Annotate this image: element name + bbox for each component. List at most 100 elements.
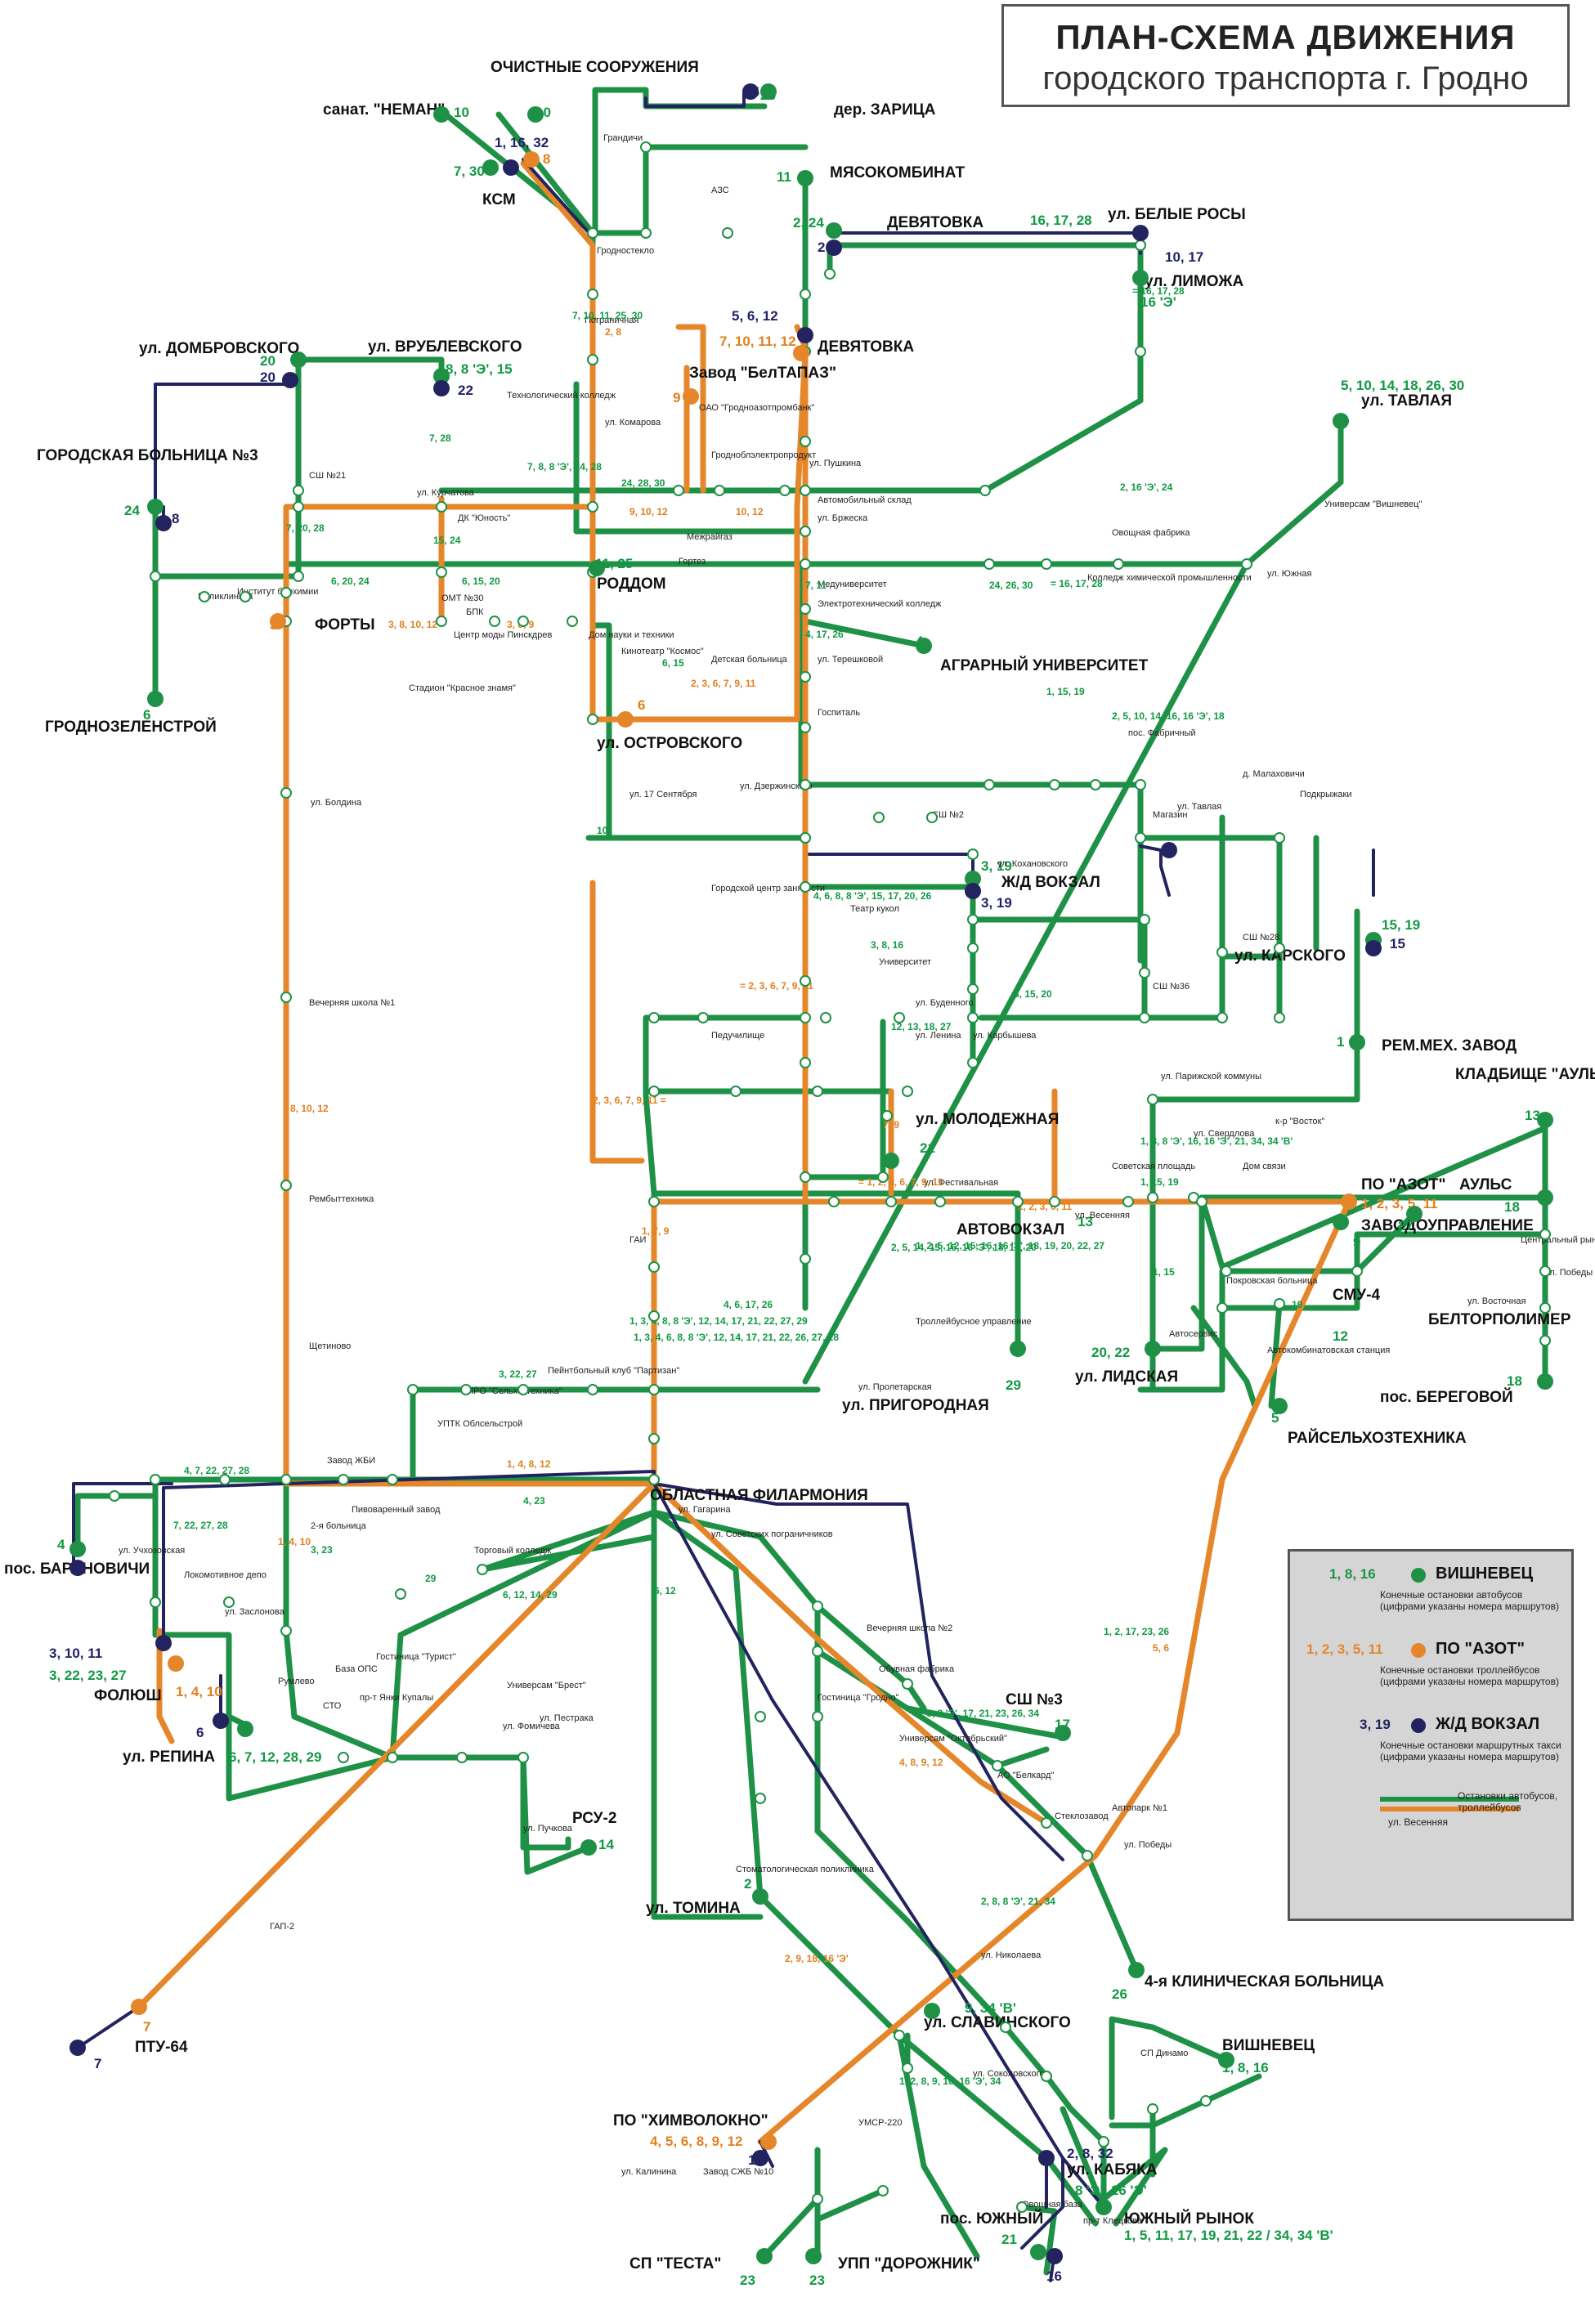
stop-marker — [800, 558, 811, 570]
bus-route-line — [814, 2187, 886, 2223]
terminal-name: СШ №3 — [1006, 1691, 1063, 1708]
bus-terminal-icon — [147, 499, 164, 515]
legend-trolley-note: Конечные остановки троллейбусов (цифрами… — [1380, 1664, 1559, 1687]
stop-marker — [1147, 2103, 1158, 2115]
legend-trolley-name: ПО "АЗОТ" — [1436, 1640, 1525, 1658]
terminal-name: ЮЖНЫЙ РЫНОК — [1124, 2210, 1254, 2228]
stop-name: Завод СЖБ №10 — [703, 2167, 773, 2177]
stop-marker — [800, 722, 811, 733]
stop-marker — [1200, 2095, 1212, 2107]
stop-name: Рембыттехника — [309, 1194, 374, 1204]
terminal-name: Завод "БелТАПАЗ" — [689, 365, 836, 382]
stop-marker — [1539, 1265, 1551, 1277]
route-numbers-label: 4, 8, 9, 12 — [899, 1757, 943, 1768]
stop-marker — [1139, 914, 1150, 925]
trolley-route-line — [757, 1198, 1352, 2145]
terminal-name: дер. ЗАРИЦА — [834, 101, 936, 119]
terminal-name: ФОЛЮШ — [94, 1687, 162, 1704]
stop-marker — [885, 1196, 897, 1207]
bus-routes-label: 9 — [1353, 1234, 1360, 1250]
trolley-routes-label: 7, 10, 11, 12 — [719, 334, 796, 349]
taxi-routes-label: 2 — [818, 240, 825, 255]
bus-terminal-icon — [826, 222, 842, 239]
stop-name: Межрайгаз — [687, 532, 733, 542]
stop-name: Гостиница "Гродно" — [818, 1693, 899, 1703]
map-subtitle: городского транспорта г. Гродно — [1042, 60, 1529, 96]
stop-name: Автомобильный склад — [818, 495, 912, 505]
stop-name: ул. Ленина — [916, 1031, 961, 1041]
bus-terminal-icon — [1132, 270, 1149, 286]
stop-marker — [223, 1596, 235, 1608]
stop-name: ул. Калинина — [621, 2167, 677, 2177]
bus-route-line — [1043, 2073, 1107, 2202]
stop-marker — [1113, 558, 1124, 570]
stop-name: Стоматологическая поликлиника — [736, 1865, 875, 1874]
stop-name: АЗС — [711, 186, 729, 195]
route-numbers-label: 2, 5, 14, 15, 16, 16 'Э', 18, 19, 20 — [891, 1242, 1037, 1253]
bus-terminal-icon — [1537, 1189, 1553, 1206]
legend-taxi-name: Ж/Д ВОКЗАЛ — [1436, 1715, 1540, 1733]
terminal-name: пос. ЮЖНЫЙ — [940, 2210, 1043, 2228]
bus-routes-label: 20, 22 — [1091, 1345, 1130, 1360]
stop-name: Кинотеатр "Космос" — [621, 647, 704, 656]
bus-routes-label: 6 — [143, 707, 150, 723]
bus-route-line — [495, 111, 596, 236]
route-numbers-label: 2, 3, 6, 7, 9, 11 = — [593, 1095, 666, 1106]
stop-marker — [1147, 1094, 1158, 1105]
terminal-name: ул. МОЛОДЕЖНАЯ — [916, 1111, 1059, 1128]
bus-route-line — [896, 2032, 1099, 2227]
stop-marker — [1216, 1302, 1228, 1314]
trolley-route-line — [136, 1480, 657, 2010]
route-numbers-label: 2, 3, 6, 7, 9, 11 — [691, 678, 756, 689]
bus-terminal-icon — [965, 871, 981, 887]
bus-routes-label: 3, 19 — [981, 858, 1012, 874]
stop-name: Щетиново — [309, 1341, 351, 1351]
route-numbers-label: 1, 8, 8 'Э', 17, 21, 23, 26, 34 — [916, 1708, 1039, 1719]
stop-marker — [517, 1384, 529, 1395]
terminal-name: РЕМ.МЕХ. ЗАВОД — [1382, 1037, 1517, 1055]
legend-bus-name: ВИШНЕВЕЦ — [1436, 1565, 1534, 1583]
stop-name: СП Динамо — [1140, 2049, 1188, 2058]
trolley-terminal-icon — [793, 345, 809, 361]
terminal-name: ГРОДНОЗЕЛЕНСТРОЙ — [45, 718, 217, 736]
trolley-route-line — [156, 1628, 175, 1744]
stop-marker — [456, 1752, 468, 1763]
trolley-terminal-icon — [168, 1655, 184, 1672]
stop-name: Вечерняя школа №1 — [309, 998, 395, 1008]
terminal-name: ул. РЕПИНА — [123, 1749, 215, 1766]
bus-route-line — [994, 1746, 1050, 1769]
route-numbers-label: 6, 20, 24 — [331, 575, 370, 587]
route-numbers-label: 7, 9 — [883, 1119, 899, 1131]
stop-name: Центральный рынок — [1521, 1235, 1595, 1245]
terminal-name: Ж/Д ВОКЗАЛ — [1001, 874, 1100, 891]
stop-name: Педучилище — [711, 1031, 764, 1041]
stop-marker — [873, 812, 885, 823]
stop-marker — [648, 1261, 660, 1273]
stop-name: ул. Пролетарская — [858, 1382, 932, 1392]
stop-name: д. Малаховичи — [1243, 769, 1305, 779]
stop-name: Автокомбинатовская станция — [1267, 1346, 1390, 1355]
bus-route-line — [1109, 2016, 1230, 2120]
stop-marker — [489, 616, 500, 627]
stop-marker — [902, 1678, 913, 1690]
bus-route-line — [1198, 1125, 1548, 1270]
route-numbers-label: 7, 20, 28 — [286, 522, 325, 534]
hub-routes-label: 1, 2, 5, 12, 15, 16, 16 'Э', 18, 19, 20,… — [916, 1240, 1104, 1252]
taxi-routes-label: 15 — [1390, 936, 1405, 952]
stop-marker — [587, 354, 598, 365]
stop-name: Гродноблэлектропродукт — [711, 450, 816, 460]
stop-marker — [800, 526, 811, 537]
terminal-name: РСУ-2 — [572, 1810, 616, 1827]
route-numbers-label: 6, 15 — [662, 657, 684, 669]
stop-marker — [587, 289, 598, 300]
stop-marker — [881, 1110, 893, 1122]
stop-name: ул. Комарова — [605, 418, 661, 428]
stop-name: ул. Пестрака — [540, 1713, 594, 1723]
terminal-name: АГРАРНЫЙ УНИВЕРСИТЕТ — [940, 656, 1149, 674]
stop-marker — [648, 1196, 660, 1207]
stop-name: Подкрыжаки — [1300, 790, 1351, 799]
trolley-route-line — [520, 160, 596, 510]
stop-name: Пограничная — [585, 316, 638, 325]
stop-name: ОМТ №30 — [441, 593, 484, 603]
stop-name: пос. Фабричный — [1128, 728, 1196, 738]
